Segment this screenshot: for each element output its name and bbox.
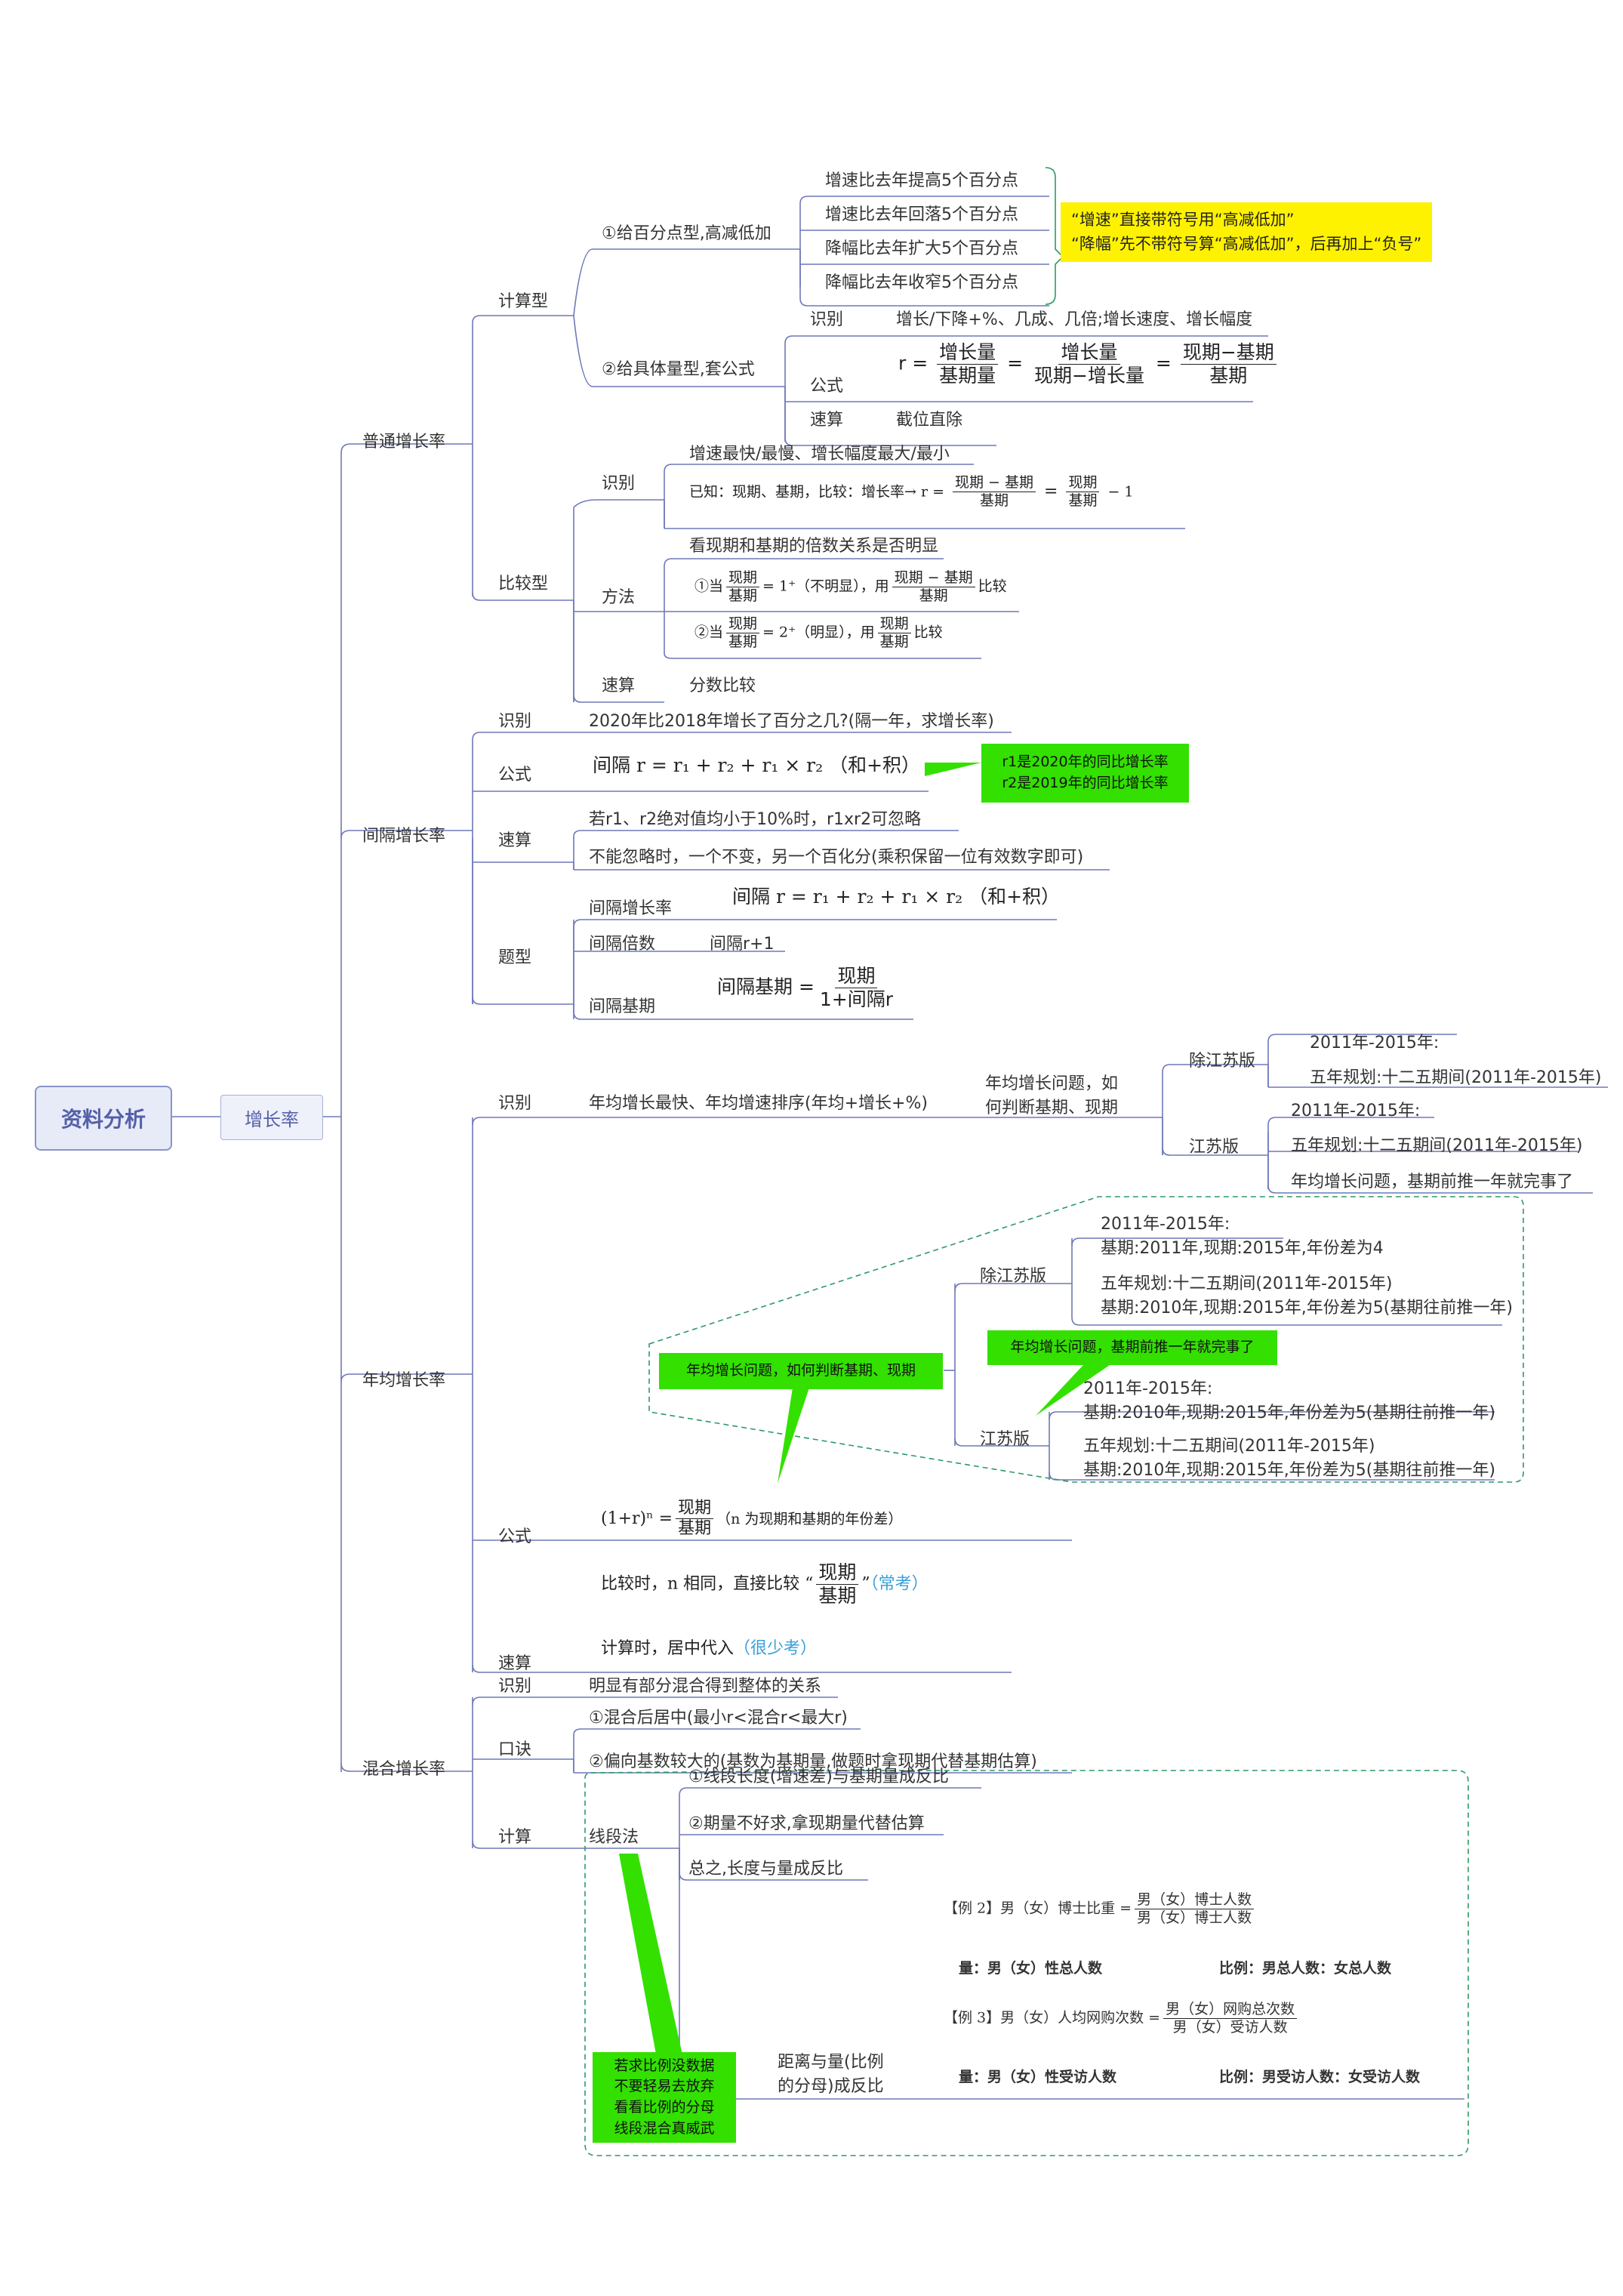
nianjun-chujs-label[interactable]: 除江苏版 xyxy=(1189,1052,1256,1071)
jiange-shibie-label[interactable]: 识别 xyxy=(498,712,532,731)
hunhe-jisuan-label[interactable]: 计算 xyxy=(498,1828,532,1847)
callout-js-t2: 五年规划:十二五期间(2011年-2015年) 基期:2010年,现期:2015… xyxy=(1083,1437,1495,1480)
nianjun-shibie-label[interactable]: 识别 xyxy=(498,1094,532,1113)
b1-item[interactable]: 增速比去年回落5个百分点 xyxy=(825,205,1018,224)
callout-chujs-t1: 2011年-2015年: 基期:2011年,现期:2015年,年份差为4 xyxy=(1101,1215,1384,1258)
yellow-note: “增速”直接带符号用“高减低加” “降幅”先不带符号算“高减低加”，后再加上“负… xyxy=(1061,202,1433,262)
b1-item[interactable]: 降幅比去年收窄5个百分点 xyxy=(825,273,1018,292)
nianjun-chujs-t1: 2011年-2015年: xyxy=(1310,1034,1440,1052)
example-2: 【例 2】男（女）博士比重 =男（女）博士人数男（女）博士人数 xyxy=(944,1891,1257,1927)
jiange-shibie-text: 2020年比2018年增长了百分之几?(隔一年，求增长率) xyxy=(589,712,994,731)
nianjun-shibie-text: 年均增长最快、年均增速排序(年均+增长+%) xyxy=(589,1094,928,1113)
example-2-right: 比例：男总人数：女总人数 xyxy=(1219,1960,1392,1977)
fangfa-line2: ②当现期基期= 2⁺（明显），用现期基期比较 xyxy=(694,615,943,650)
node-putong[interactable]: 普通增长率 xyxy=(362,433,446,451)
nianjun-question[interactable]: 年均增长问题，如 何判断基期、现期 xyxy=(985,1074,1119,1117)
node-jisuan[interactable]: 计算型 xyxy=(498,292,549,311)
tixing-r2-text: 间隔r+1 xyxy=(710,935,775,954)
nianjun-chujs-t2: 五年规划:十二五期间(2011年-2015年) xyxy=(1310,1068,1602,1087)
callout-chujs-t2: 五年规划:十二五期间(2011年-2015年) 基期:2010年,现期:2015… xyxy=(1101,1274,1513,1318)
jiange-susuan-t1: 若r1、r2绝对值均小于10%时，r1xr2可忽略 xyxy=(589,810,922,829)
bijiao-shibie-t1: 增速最快/最慢、增长幅度最大/最小 xyxy=(689,445,950,464)
hunhe-xianduan[interactable]: 线段法 xyxy=(589,1828,639,1847)
callout-green: 年均增长问题，基期前推一年就完事了 xyxy=(987,1330,1277,1365)
b1-item[interactable]: 增速比去年提高5个百分点 xyxy=(825,171,1018,190)
jiange-green-note: r1是2020年的同比增长率 r2是2019年的同比增长率 xyxy=(981,744,1189,803)
bijiao-fangfa-t1: 看现期和基期的倍数关系是否明显 xyxy=(689,537,939,556)
jiange-tixing-label[interactable]: 题型 xyxy=(498,948,532,967)
xianduan-item: ②期量不好求,拿现期量代替估算 xyxy=(688,1814,925,1833)
tixing-r1: 间隔增长率 xyxy=(589,899,673,918)
node-jiange[interactable]: 间隔增长率 xyxy=(362,827,446,846)
hunhe-koujue-t1: ①混合后居中(最小r<混合r<最大r) xyxy=(589,1709,848,1727)
callout-title: 年均增长问题，如何判断基期、现期 xyxy=(659,1353,943,1389)
bijiao-susuan-text: 分数比较 xyxy=(689,676,756,695)
nianjun-susuan-text: 计算时，居中代入（很少考） xyxy=(601,1639,818,1658)
example-3-right: 比例：男受访人数：女受访人数 xyxy=(1219,2069,1421,2085)
example-3-left: 量：男（女）性受访人数 xyxy=(959,2069,1117,2085)
nianjun-susuan-label[interactable]: 速算 xyxy=(498,1654,532,1673)
nianjun-formula: (1+r)ⁿ =现期基期（n 为现期和基期的年份差） xyxy=(601,1499,903,1539)
b2-gongshi-label: 公式 xyxy=(810,377,844,396)
node-b1[interactable]: ①给百分点型,高减低加 xyxy=(602,224,771,243)
b2-susuan-text: 截位直除 xyxy=(896,411,963,430)
hunhe-shibie-text: 明显有部分混合得到整体的关系 xyxy=(589,1677,822,1696)
example-2-left: 量：男（女）性总人数 xyxy=(959,1960,1103,1977)
hunhe-green-note: 若求比例没数据 不要轻易去放弃 看看比例的分母 线段混合真威武 xyxy=(593,2052,736,2143)
hunhe-koujue-label[interactable]: 口诀 xyxy=(498,1740,532,1759)
tixing-r1-formula: 间隔 r = r₁ + r₂ + r₁ × r₂ （和+积） xyxy=(732,886,1061,908)
node-b2[interactable]: ②给具体量型,套公式 xyxy=(602,360,755,379)
root-node[interactable]: 资料分析 xyxy=(35,1086,172,1151)
callout-chujs-label[interactable]: 除江苏版 xyxy=(980,1267,1047,1286)
callout-js-label[interactable]: 江苏版 xyxy=(980,1430,1030,1449)
b2-shibie-label: 识别 xyxy=(810,310,844,329)
hunhe-koujue-t2: ②偏向基数较大的(基数为基期量,做题时拿现期代替基期估算) xyxy=(589,1752,1037,1771)
node-hunhe[interactable]: 混合增长率 xyxy=(362,1760,446,1779)
b2-susuan-label: 速算 xyxy=(810,411,844,430)
callout-js-t1: 2011年-2015年: 基期:2010年,现期:2015年,年份差为5(基期往… xyxy=(1083,1379,1495,1422)
jiange-susuan-t2: 不能忽略时，一个不变，另一个百化分(乘积保留一位有效数字即可) xyxy=(589,848,1084,867)
nianjun-js-t3: 年均增长问题，基期前推一年就完事了 xyxy=(1291,1173,1574,1191)
b2-shibie-text: 增长/下降+%、几成、几倍;增长速度、增长幅度 xyxy=(896,310,1253,329)
bijiao-shibie-formula: 已知：现期、基期，比较：增长率→ r = 现期 − 基期基期 = 现期基期 − … xyxy=(689,474,1134,509)
main-node-zengzhanglv[interactable]: 增长率 xyxy=(220,1095,323,1140)
node-nianjun[interactable]: 年均增长率 xyxy=(362,1371,446,1390)
tixing-r2: 间隔倍数 xyxy=(589,935,656,954)
hunhe-juli: 距离与量(比例 的分母)成反比 xyxy=(778,2053,884,2096)
jiange-formula: 间隔 r = r₁ + r₂ + r₁ × r₂ （和+积） xyxy=(593,754,921,776)
xianduan-item: ①线段长度(增速差)与基期量成反比 xyxy=(688,1767,949,1786)
b1-item[interactable]: 降幅比去年扩大5个百分点 xyxy=(825,239,1018,258)
nianjun-compare: 比较时，n 相同，直接比较 “现期基期”（常考） xyxy=(601,1561,929,1607)
xianduan-item: 总之,长度与量成反比 xyxy=(688,1860,843,1878)
tixing-r3: 间隔基期 xyxy=(589,997,656,1016)
bijiao-fangfa-label[interactable]: 方法 xyxy=(602,588,636,607)
node-bijiao[interactable]: 比较型 xyxy=(498,575,549,593)
jiange-gongshi-label[interactable]: 公式 xyxy=(498,766,532,784)
nianjun-js-label[interactable]: 江苏版 xyxy=(1189,1138,1240,1157)
bijiao-susuan-label[interactable]: 速算 xyxy=(602,676,636,695)
b2-formula: r = 增长量基期量 = 增长量现期−增长量 = 现期−基期基期 xyxy=(898,341,1280,387)
nianjun-js-t2: 五年规划:十二五期间(2011年-2015年) xyxy=(1291,1136,1583,1155)
jiange-susuan-label[interactable]: 速算 xyxy=(498,831,532,850)
nianjun-gongshi-label[interactable]: 公式 xyxy=(498,1527,532,1546)
fangfa-line1: ①当现期基期= 1⁺（不明显），用现期 − 基期基期比较 xyxy=(694,569,1007,604)
example-3: 【例 3】男（女）人均网购次数 =男（女）网购总次数男（女）受访人数 xyxy=(944,2001,1300,2036)
bijiao-shibie-label[interactable]: 识别 xyxy=(602,474,636,493)
nianjun-js-t1: 2011年-2015年: xyxy=(1291,1102,1421,1120)
hunhe-shibie-label[interactable]: 识别 xyxy=(498,1677,532,1696)
